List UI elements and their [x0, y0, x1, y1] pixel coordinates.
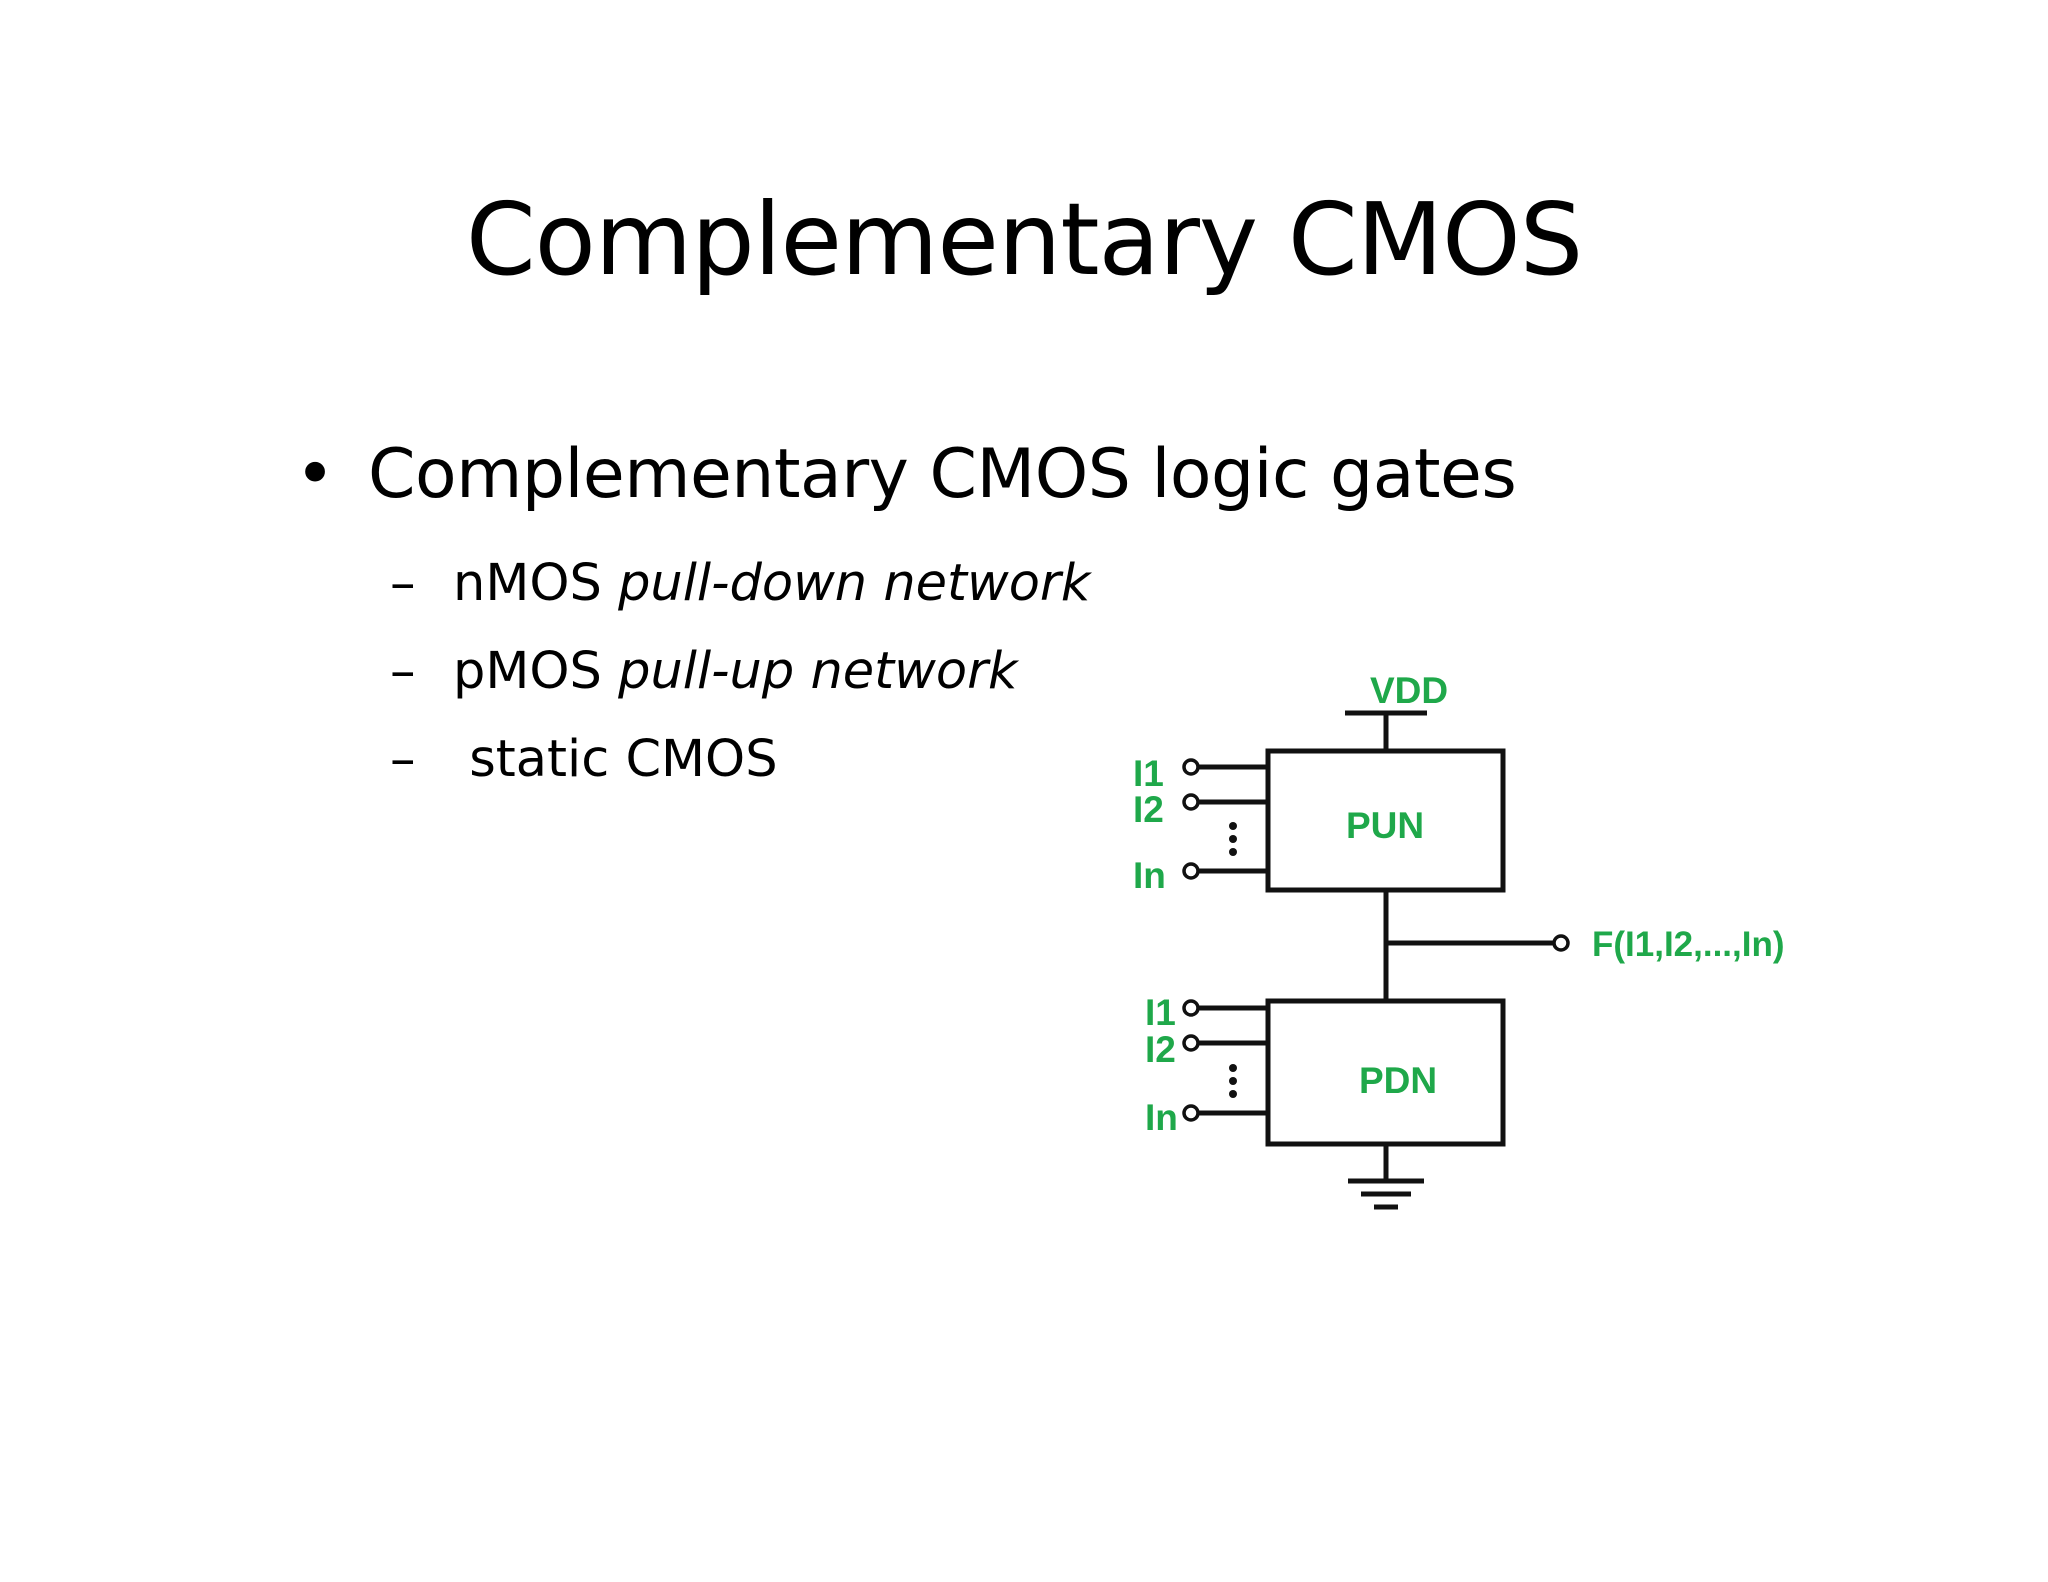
- diagram-lines: [1195, 710, 1553, 1180]
- sub-item-prefix: static CMOS: [453, 730, 778, 789]
- pdn-input-label: I1: [1145, 992, 1176, 1033]
- pdn-terminal: [1182, 1034, 1200, 1052]
- ellipsis-dots: [1229, 822, 1237, 1098]
- sub-item-static: – static CMOS: [390, 716, 1090, 804]
- sub-item-nmos: –nMOS pull-down network: [390, 540, 1090, 628]
- pun-label: PUN: [1346, 805, 1424, 846]
- pdn-input-label: I2: [1145, 1029, 1176, 1070]
- sub-item-italic: pull-up network: [618, 642, 1018, 701]
- bullet-marker: •: [295, 435, 335, 514]
- pun-terminal: [1182, 862, 1200, 880]
- sub-item-prefix: nMOS: [453, 554, 619, 613]
- terminals: [1182, 758, 1570, 1122]
- pdn-input-label: In: [1145, 1097, 1178, 1138]
- output-terminal: [1552, 934, 1570, 952]
- dash-marker: –: [390, 642, 416, 701]
- pdn-label: PDN: [1359, 1060, 1437, 1101]
- pun-input-label: In: [1133, 855, 1166, 896]
- bullet-list: • Complementary CMOS logic gates: [295, 430, 1517, 520]
- pun-terminal: [1182, 758, 1200, 776]
- vdd-label: VDD: [1370, 670, 1448, 711]
- bullet-item: • Complementary CMOS logic gates: [295, 430, 1517, 520]
- sub-item-pmos: –pMOS pull-up network: [390, 628, 1090, 716]
- output-label: F(I1,I2,...,In): [1592, 925, 1785, 964]
- sub-item-prefix: pMOS: [453, 642, 619, 701]
- ground-icon: [1348, 1178, 1424, 1210]
- pdn-terminal: [1182, 1104, 1200, 1122]
- pun-input-label: I2: [1133, 789, 1164, 830]
- pun-input-label: I1: [1133, 753, 1164, 794]
- dash-marker: –: [390, 730, 416, 789]
- bullet-text: Complementary CMOS logic gates: [368, 435, 1517, 514]
- pun-terminal: [1182, 793, 1200, 811]
- sub-list: –nMOS pull-down network –pMOS pull-up ne…: [390, 540, 1090, 804]
- dash-marker: –: [390, 554, 416, 613]
- pdn-terminal: [1182, 999, 1200, 1017]
- sub-item-italic: pull-down network: [618, 554, 1091, 613]
- slide-title: Complementary CMOS: [465, 181, 1583, 298]
